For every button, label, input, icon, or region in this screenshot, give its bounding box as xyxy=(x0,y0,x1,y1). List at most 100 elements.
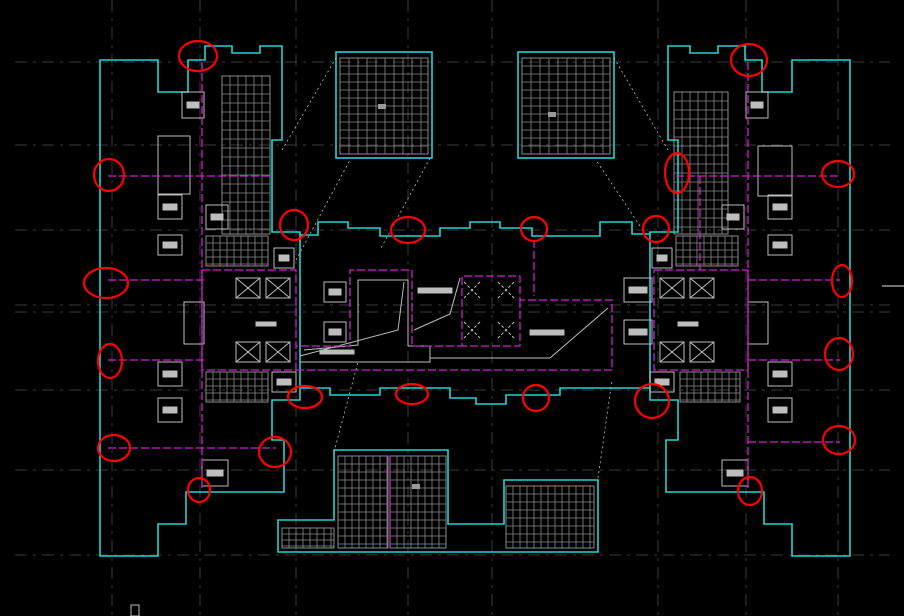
corridor-curve xyxy=(299,281,405,357)
elevator-x xyxy=(235,341,261,363)
right-lower-hatch-frame xyxy=(679,371,741,403)
elevator-x xyxy=(265,341,291,363)
markup-circle xyxy=(519,215,549,243)
fixture-symbol xyxy=(328,328,342,336)
right-wing-outline xyxy=(649,45,851,557)
projection-line xyxy=(595,159,641,227)
fixture-box xyxy=(767,397,793,423)
fixture-symbol xyxy=(726,469,744,477)
elevator-box xyxy=(659,341,685,363)
markup-circle xyxy=(830,263,854,299)
fixture-box xyxy=(323,321,347,343)
fixture-symbol xyxy=(328,288,342,296)
markup-circle xyxy=(96,342,124,380)
bottom-stair-d-frame xyxy=(281,527,335,549)
fixture-symbol xyxy=(772,203,788,211)
floor-hatching xyxy=(205,57,741,549)
markup-circle xyxy=(736,475,764,507)
center-top-edge xyxy=(300,221,650,237)
markup-circle xyxy=(823,336,855,372)
markup-circle xyxy=(177,39,219,73)
fixture-box xyxy=(767,194,793,220)
fixture-box xyxy=(767,361,793,387)
fixture-symbol xyxy=(750,101,764,109)
top-right-label-block xyxy=(548,112,556,117)
corridor-curve xyxy=(413,277,461,331)
right-core-hatch-frame xyxy=(675,235,739,267)
fixture-box xyxy=(157,397,183,423)
axis-line xyxy=(296,269,613,371)
bottom-stair-c-frame xyxy=(505,485,595,549)
top-left-label-block xyxy=(378,104,386,109)
fixture-symbol xyxy=(772,406,788,414)
shaft-x xyxy=(497,281,515,299)
fixture-symbol xyxy=(726,213,740,221)
fixture-box xyxy=(649,371,675,393)
fixture-symbol xyxy=(162,203,178,211)
fixture-box xyxy=(623,319,653,345)
markup-circle xyxy=(633,382,671,420)
fixture-symbol xyxy=(772,241,788,249)
fixture-box xyxy=(745,91,769,119)
fixture-symbol xyxy=(656,254,668,262)
building-outline xyxy=(99,45,851,557)
elevator-box xyxy=(265,277,291,299)
fixture-box xyxy=(157,361,183,387)
fixture-box xyxy=(157,194,183,220)
corridor-curve xyxy=(430,307,609,359)
fixture-symbol xyxy=(162,406,178,414)
fixture-symbol xyxy=(772,370,788,378)
corridor-label-block xyxy=(319,349,355,355)
markup-circle xyxy=(394,382,430,406)
fixture-symbol xyxy=(276,378,292,386)
markup-circle xyxy=(521,383,551,413)
bottom-balcony-outline xyxy=(277,449,599,553)
corridor-label-block xyxy=(417,287,453,294)
markup-circle xyxy=(92,157,126,193)
left-wing-outline xyxy=(99,45,301,557)
projection-line xyxy=(597,379,613,479)
fixture-symbol xyxy=(628,286,648,294)
fixture-symbol xyxy=(278,254,290,262)
corridor-label-block xyxy=(529,329,565,336)
fixture-box xyxy=(323,281,347,303)
markup-circle xyxy=(286,384,324,410)
fixture-symbol xyxy=(206,469,224,477)
fixture-box xyxy=(651,247,673,269)
fixture-symbol xyxy=(162,241,178,249)
elevator-x xyxy=(689,277,715,299)
elevator-x xyxy=(265,277,291,299)
markup-circle xyxy=(663,151,691,195)
right-stair-flight-frame xyxy=(673,91,729,235)
markup-circle xyxy=(389,215,427,245)
markup-circle xyxy=(820,159,856,189)
fixture-box xyxy=(767,234,793,256)
left-core-hatch-frame xyxy=(205,235,269,267)
red-markup-circles xyxy=(82,39,857,507)
purple-axis-lines xyxy=(108,62,840,548)
elevator-x xyxy=(235,277,261,299)
markup-circle xyxy=(82,266,130,300)
elevator-box xyxy=(689,277,715,299)
elevator-x xyxy=(659,277,685,299)
fixture-box xyxy=(273,247,295,269)
core-label-block xyxy=(255,321,277,327)
bottom-stair-a-frame xyxy=(337,455,389,549)
fixture-symbol xyxy=(162,370,178,378)
elevator-box xyxy=(689,341,715,363)
fixture-box xyxy=(721,204,745,230)
bottom-marker xyxy=(130,604,140,616)
bottom-label-block xyxy=(412,484,420,489)
projection-line xyxy=(295,159,351,261)
center-bottom-edge xyxy=(300,387,650,405)
fixture-box xyxy=(271,371,297,393)
fixture-box xyxy=(205,204,229,230)
fixture-symbol xyxy=(654,378,670,386)
elevator-box xyxy=(265,341,291,363)
wall-block xyxy=(757,145,793,197)
fixture-box xyxy=(181,91,205,119)
fixture-symbol xyxy=(628,328,648,336)
shaft-x xyxy=(463,281,481,299)
